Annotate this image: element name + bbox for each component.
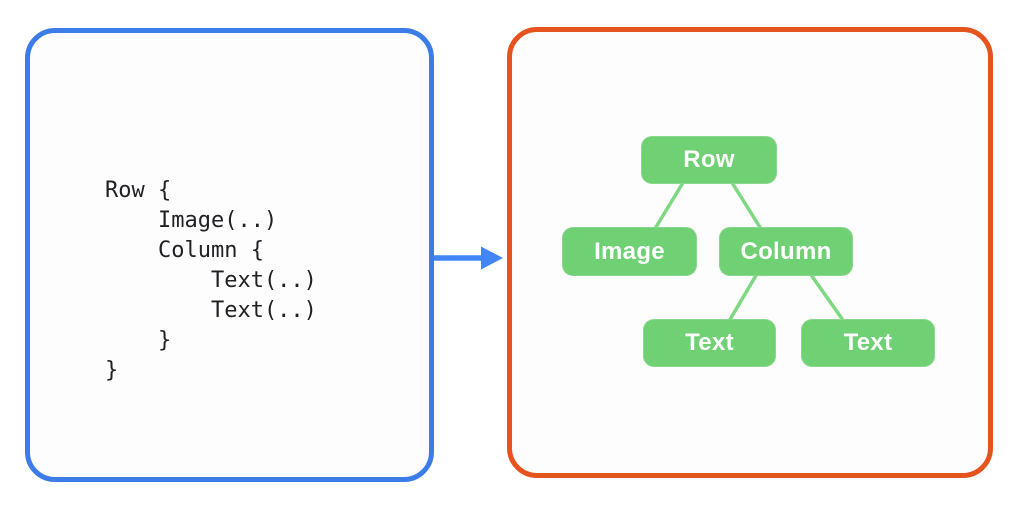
code-line-1: Row { <box>105 178 172 203</box>
code-line-4: Text(..) <box>105 268 317 293</box>
code-line-5: Text(..) <box>105 298 317 323</box>
arrow-head <box>481 246 503 270</box>
code-line-7: } <box>105 358 119 383</box>
code-line-3: Column { <box>105 238 264 263</box>
code-line-2: Image(..) <box>105 208 278 233</box>
code-panel <box>25 28 434 482</box>
tree-node-column: Column <box>719 227 853 276</box>
code-block: Row { Image(..) Column { Text(..) Text(.… <box>105 176 317 386</box>
tree-node-row: Row <box>641 136 777 184</box>
tree-node-text-1: Text <box>643 319 776 367</box>
code-line-6: } <box>105 328 172 353</box>
right-arrow-icon <box>434 246 503 270</box>
tree-node-image: Image <box>562 227 697 276</box>
tree-node-text-2: Text <box>801 319 935 367</box>
